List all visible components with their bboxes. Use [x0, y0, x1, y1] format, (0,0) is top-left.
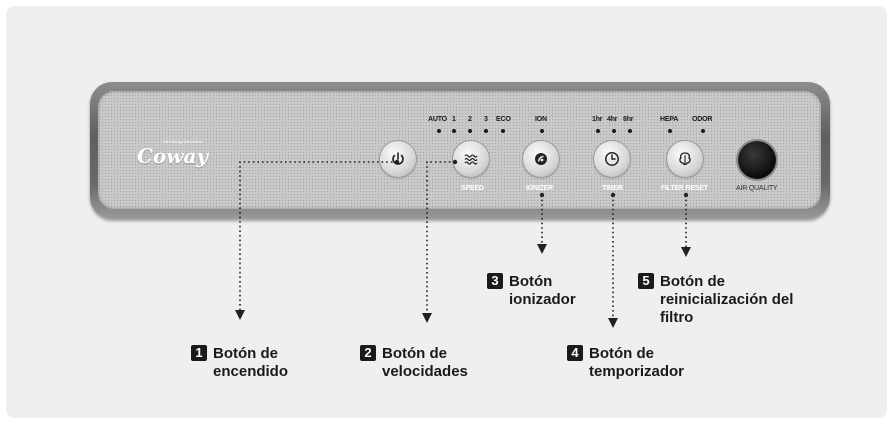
indicator-dot-auto — [437, 129, 441, 133]
indicator-dot-speed-2 — [468, 129, 472, 133]
indicator-odor: ODOR — [692, 116, 713, 123]
leader-line-2 — [426, 161, 455, 315]
speed-button[interactable] — [453, 141, 489, 177]
brand-tagline: Well Being Well Home — [163, 139, 203, 144]
indicator-dot-speed-1 — [452, 129, 456, 133]
wave-icon — [464, 154, 478, 165]
timer-button[interactable] — [594, 141, 630, 177]
indicator-auto: AUTO — [428, 116, 447, 123]
indicator-speed-3: 3 — [484, 116, 488, 123]
callout-number: 3 — [487, 273, 503, 289]
indicator-dot-4hr — [612, 129, 616, 133]
indicator-dot-eco — [501, 129, 505, 133]
air-quality-label: AIR QUALITY — [736, 185, 778, 192]
callout-number: 1 — [191, 345, 207, 361]
indicator-dot-ion — [540, 129, 544, 133]
callout-number: 2 — [360, 345, 376, 361]
indicator-dot-odor — [701, 129, 705, 133]
callout-number: 5 — [638, 273, 654, 289]
indicator-hepa: HEPA — [660, 116, 679, 123]
indicator-speed-1: 1 — [452, 116, 456, 123]
arrow-head-5 — [681, 247, 691, 257]
arrow-head-2 — [422, 313, 432, 323]
ionizer-label: IONIZER — [526, 185, 553, 192]
filter-reset-label: FILTER RESET — [661, 185, 708, 192]
leader-line-1 — [239, 161, 397, 312]
indicator-8hr: 8hr — [623, 116, 634, 123]
indicator-dot-hepa — [668, 129, 672, 133]
filter-reset-icon — [679, 152, 691, 166]
indicator-4hr: 4hr — [607, 116, 618, 123]
indicator-dot-1hr — [596, 129, 600, 133]
brand-logo: Coway — [137, 144, 209, 168]
indicator-eco: ECO — [496, 116, 511, 123]
arrow-head-3 — [537, 244, 547, 254]
indicator-dot-speed-3 — [484, 129, 488, 133]
power-button[interactable] — [380, 141, 416, 177]
ion-icon — [535, 153, 547, 165]
indicator-1hr: 1hr — [592, 116, 603, 123]
indicator-ion: ION — [535, 116, 547, 123]
air-quality-sensor — [738, 141, 776, 179]
timer-label: TIMER — [602, 185, 623, 192]
speed-label: SPEED — [461, 185, 484, 192]
power-icon — [392, 152, 404, 165]
filter-reset-button[interactable] — [667, 141, 703, 177]
indicator-dot-8hr — [628, 129, 632, 133]
arrow-head-1 — [235, 310, 245, 320]
callout-number: 4 — [567, 345, 583, 361]
clock-icon — [605, 152, 619, 166]
indicator-speed-2: 2 — [468, 116, 472, 123]
ionizer-button[interactable] — [523, 141, 559, 177]
arrow-head-4 — [608, 318, 618, 328]
